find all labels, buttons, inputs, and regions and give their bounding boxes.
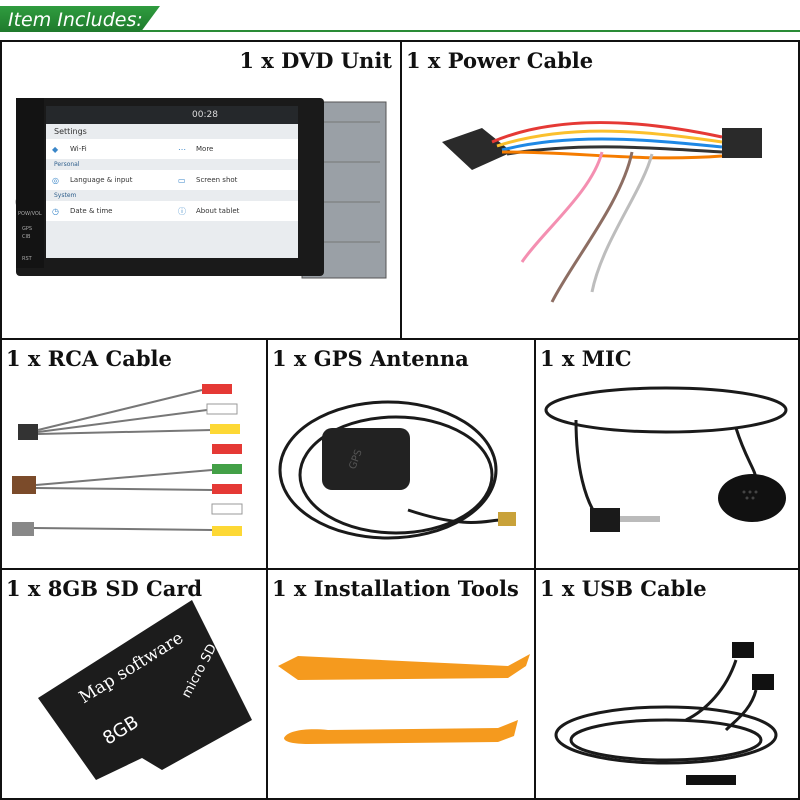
item-label-gps-antenna: 1 x GPS Antenna xyxy=(272,346,469,371)
item-cell-sd-card: 1 x 8GB SD Card Map software 8GB micro S… xyxy=(0,568,268,800)
status-time: 00:28 xyxy=(192,110,218,120)
sd-card-illustration xyxy=(38,600,252,780)
item-label-mic: 1 x MIC xyxy=(540,346,632,371)
about-label: About tablet xyxy=(196,207,240,215)
date-item[interactable]: ◷ Date & time xyxy=(46,207,172,216)
more-label: More xyxy=(196,145,214,153)
side-label-gps: GPS xyxy=(22,226,33,232)
date-label: Date & time xyxy=(70,207,113,215)
power-cable-illustration xyxy=(442,121,762,303)
item-cell-usb-cable: 1 x USB Cable xyxy=(534,568,800,800)
usb-cable-illustration xyxy=(554,642,778,785)
settings-title: Settings xyxy=(54,127,87,136)
globe-icon: ◎ xyxy=(52,175,59,185)
header-tab xyxy=(0,6,160,32)
screenshot-item[interactable]: ▭ Screen shot xyxy=(172,176,298,185)
item-cell-mic: 1 x MIC xyxy=(534,338,800,570)
dvd-side-panel: POW/VOL GPS CIB RST xyxy=(16,98,44,268)
side-label-rst: RST xyxy=(22,256,32,262)
more-icon: ⋯ xyxy=(178,144,186,154)
info-icon: ⓘ xyxy=(178,206,186,216)
more-item[interactable]: ⋯ More xyxy=(172,145,298,154)
settings-row: ◎ Language & input ▭ Screen shot xyxy=(46,170,298,190)
screen-icon: ▭ xyxy=(178,175,186,185)
about-item[interactable]: ⓘ About tablet xyxy=(172,206,298,217)
mic-illustration xyxy=(544,386,788,532)
item-cell-rca-cable: 1 x RCA Cable xyxy=(0,338,268,570)
item-cell-gps-antenna: 1 x GPS Antenna GPS xyxy=(266,338,536,570)
clock-icon: ◷ xyxy=(52,206,59,216)
group-label-personal: Personal xyxy=(54,161,80,168)
side-label-pow: POW/VOL xyxy=(18,211,42,217)
item-cell-dvd-unit: 1 x DVD Unit POW/VOL GPS CIB RST 00:28 S… xyxy=(0,40,402,340)
item-label-sd-card: 1 x 8GB SD Card xyxy=(6,576,203,601)
wifi-label: Wi-Fi xyxy=(70,145,87,153)
wifi-item[interactable]: ◆ Wi-Fi xyxy=(46,145,172,154)
installation-tools-illustration xyxy=(278,654,530,744)
item-label-installation-tools: 1 x Installation Tools xyxy=(272,576,519,601)
header-title: Item Includes: xyxy=(8,9,143,31)
screenshot-label: Screen shot xyxy=(196,176,238,184)
settings-row: ◷ Date & time ⓘ About tablet xyxy=(46,201,298,221)
header-band: Item Includes: xyxy=(0,0,800,38)
item-label-usb-cable: 1 x USB Cable xyxy=(540,576,707,601)
settings-row: ◆ Wi-Fi ⋯ More xyxy=(46,139,298,159)
status-bar: 00:28 xyxy=(46,106,298,124)
language-item[interactable]: ◎ Language & input xyxy=(46,176,172,185)
item-cell-installation-tools: 1 x Installation Tools xyxy=(266,568,536,800)
header-underline xyxy=(140,30,800,32)
dvd-touchscreen: 00:28 Settings ◆ Wi-Fi ⋯ More Personal ◎ La… xyxy=(46,106,298,258)
group-label-system: System xyxy=(54,192,77,199)
rca-cable-illustration xyxy=(12,384,243,536)
item-label-power-cable: 1 x Power Cable xyxy=(406,48,594,73)
item-label-rca-cable: 1 x RCA Cable xyxy=(6,346,172,371)
item-label-dvd-unit: 1 x DVD Unit xyxy=(239,48,392,73)
gps-antenna-illustration xyxy=(278,400,516,540)
item-cell-power-cable: 1 x Power Cable xyxy=(400,40,800,340)
language-label: Language & input xyxy=(70,176,133,184)
item-grid: 1 x DVD Unit POW/VOL GPS CIB RST 00:28 S… xyxy=(0,40,800,800)
side-label-cib: CIB xyxy=(22,234,31,240)
wifi-icon: ◆ xyxy=(52,144,59,154)
